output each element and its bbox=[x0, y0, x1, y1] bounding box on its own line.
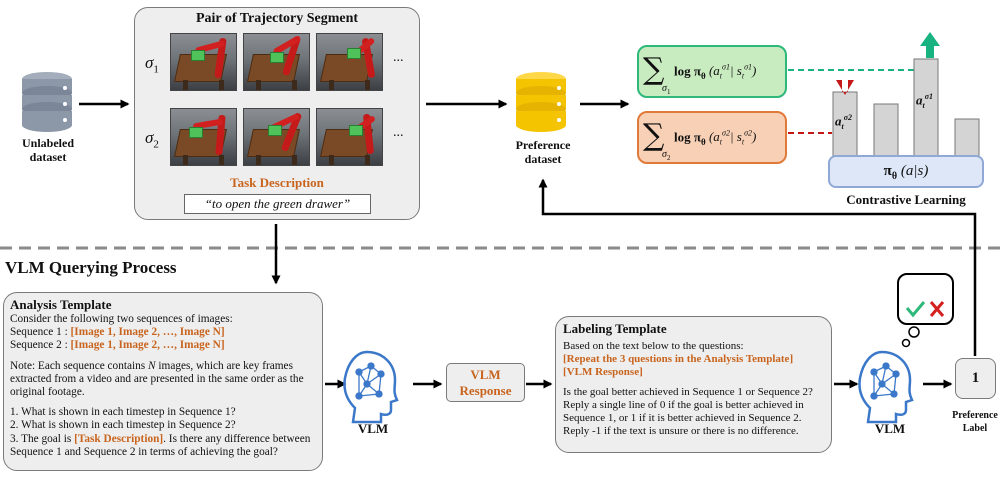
ellipsis-row1: ... bbox=[393, 50, 404, 65]
action-bars bbox=[832, 58, 980, 159]
vlm-response-box: VLM Response bbox=[446, 363, 525, 402]
down-arrow-icon bbox=[836, 80, 854, 95]
loss-term-sigma2: ∑ σ2 log πθ (atσ2| stσ2) bbox=[637, 111, 787, 164]
preference-dataset-label: Preference dataset bbox=[515, 138, 571, 166]
trajectory-pair-panel: Pair of Trajectory Segment σ1 σ2 ... bbox=[134, 7, 420, 220]
sum-index-2: σ2 bbox=[662, 149, 671, 162]
ellipsis-row2: ... bbox=[393, 125, 404, 140]
analysis-title: Analysis Template bbox=[10, 297, 112, 312]
trajectory-frame bbox=[170, 33, 237, 91]
labeling-line1: Based on the text below to the questions… bbox=[563, 340, 744, 352]
trajectory-frame bbox=[243, 33, 310, 91]
bar-4 bbox=[954, 118, 980, 159]
labeling-template: Labeling Template Based on the text belo… bbox=[555, 316, 832, 453]
unlabeled-dataset-label: Unlabeled dataset bbox=[21, 136, 74, 164]
preference-dataset-icon bbox=[516, 72, 566, 132]
analysis-seq1: Sequence 1 : [Image 1, Image 2, …, Image… bbox=[10, 326, 225, 339]
pair-title: Pair of Trajectory Segment bbox=[195, 11, 359, 26]
bar-sigma1 bbox=[913, 58, 939, 159]
cross-icon bbox=[929, 301, 945, 317]
trajectory-frame bbox=[316, 108, 383, 166]
bar-2 bbox=[873, 103, 899, 159]
analysis-q1: 1. What is shown in each timestep in Seq… bbox=[10, 406, 236, 419]
trajectory-frame bbox=[316, 33, 383, 91]
trajectory-frame bbox=[243, 108, 310, 166]
task-description-box: “to open the green drawer” bbox=[184, 194, 371, 214]
labeling-title: Labeling Template bbox=[563, 321, 667, 336]
bar-sigma2 bbox=[832, 91, 858, 159]
vlm-label-2: VLM bbox=[874, 421, 906, 436]
formula-1: log πθ (atσ1| stσ1) bbox=[674, 63, 757, 81]
vlm-label-1: VLM bbox=[357, 421, 389, 436]
labeling-instruction-unsure: Reply -1 if the text is unsure or there … bbox=[563, 425, 799, 437]
section-title: VLM Querying Process bbox=[5, 258, 177, 277]
labeling-repeat: [Repeat the 3 questions in the Analysis … bbox=[563, 353, 794, 365]
labeling-question: Is the goal better achieved in Sequence … bbox=[563, 386, 813, 398]
sigma1-label: σ1 bbox=[145, 53, 159, 76]
preference-label-caption: Preference Label bbox=[952, 410, 998, 434]
thought-bubble bbox=[897, 273, 954, 348]
sum-index-1: σ1 bbox=[662, 83, 671, 96]
sum-symbol-1: ∑ bbox=[643, 52, 665, 87]
check-icon bbox=[905, 301, 926, 318]
vlm-head-icon-1 bbox=[343, 350, 399, 424]
sigma2-label: σ2 bbox=[145, 128, 159, 151]
up-arrow-icon bbox=[920, 32, 940, 58]
formula-2: log πθ (atσ2| stσ2) bbox=[674, 129, 757, 147]
arrow-label-to-preference bbox=[538, 178, 977, 356]
policy-box: πθ (a|s) bbox=[828, 155, 984, 188]
contrastive-learning-label: Contrastive Learning bbox=[846, 192, 966, 207]
analysis-note: Note: Each sequence contains N images, w… bbox=[10, 359, 304, 399]
preference-label-value: 1 bbox=[955, 358, 996, 399]
sum-symbol-2: ∑ bbox=[643, 118, 665, 153]
analysis-q2: 2. What is shown in each timestep in Seq… bbox=[10, 419, 236, 432]
labeling-instruction: Reply a single line of 0 if the goal is … bbox=[563, 399, 804, 424]
vlm-head-icon-2 bbox=[858, 350, 914, 424]
unlabeled-dataset-icon bbox=[22, 72, 72, 132]
analysis-seq2: Sequence 2 : [Image 1, Image 2, …, Image… bbox=[10, 339, 225, 352]
bar-label-sigma1: atσ1 bbox=[916, 92, 934, 110]
loss-term-sigma1: ∑ σ1 log πθ (atσ1| stσ1) bbox=[637, 45, 787, 98]
analysis-line1: Consider the following two sequences of … bbox=[10, 313, 233, 325]
analysis-q3: 3. The goal is [Task Description]. Is th… bbox=[10, 432, 311, 458]
trajectory-frame bbox=[170, 108, 237, 166]
task-description-label: Task Description bbox=[230, 175, 324, 190]
bar-label-sigma2: atσ2 bbox=[835, 113, 853, 131]
labeling-response: [VLM Response] bbox=[563, 366, 643, 378]
analysis-template: Analysis Template Consider the following… bbox=[3, 292, 323, 471]
